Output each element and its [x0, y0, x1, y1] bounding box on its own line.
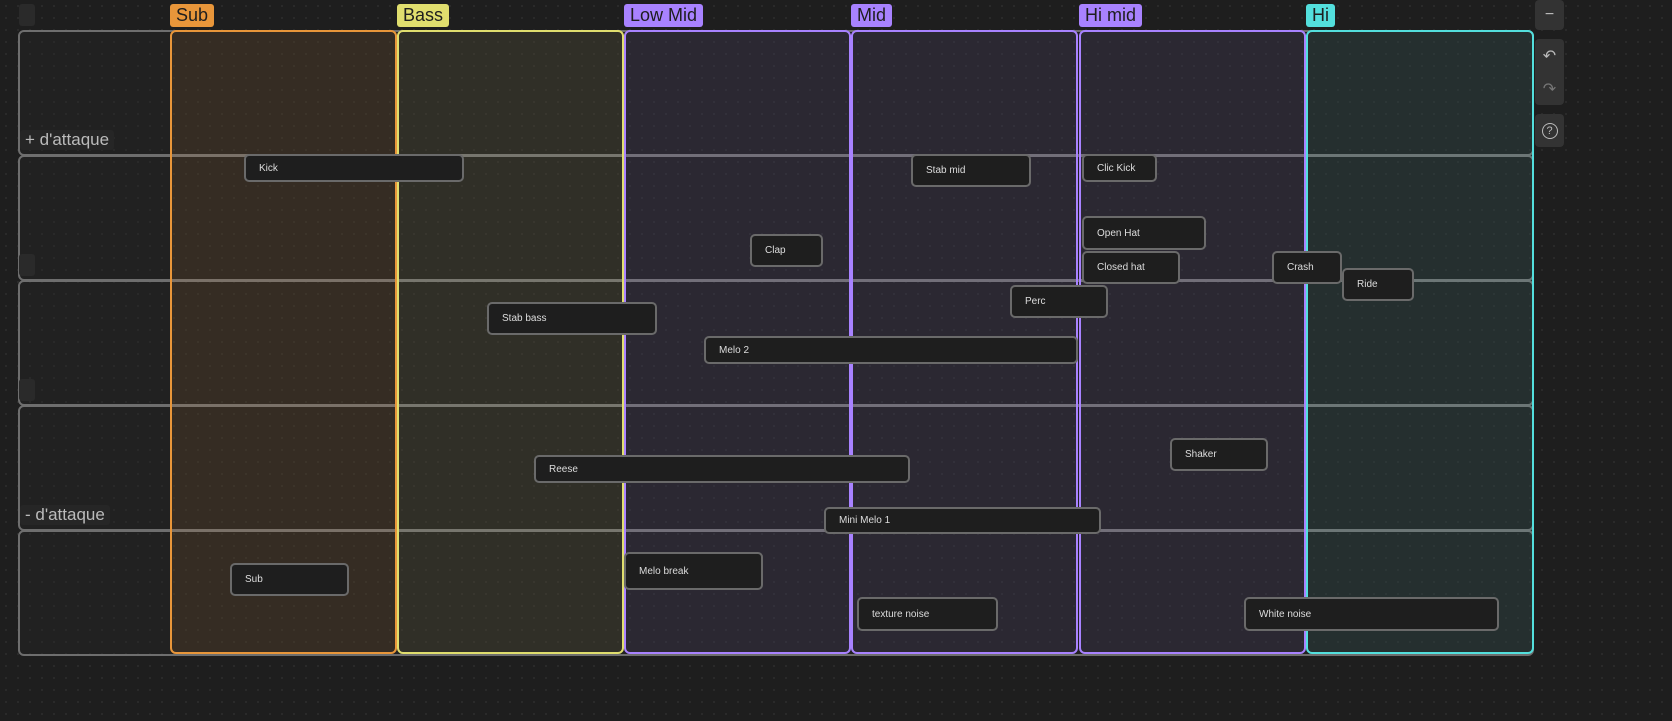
- canvas-card[interactable]: Kick: [244, 154, 464, 182]
- help-toolbar: ?: [1535, 114, 1564, 147]
- column-group[interactable]: [170, 30, 397, 654]
- help-icon[interactable]: ?: [1541, 122, 1558, 139]
- column-label[interactable]: Low Mid: [624, 4, 704, 27]
- canvas-card[interactable]: Mini Melo 1: [824, 507, 1101, 534]
- canvas-card[interactable]: Clap: [750, 234, 823, 267]
- column-label[interactable]: Hi: [1306, 4, 1335, 27]
- column-group[interactable]: [1306, 30, 1534, 654]
- column-group[interactable]: [397, 30, 624, 654]
- row-label-less-attack[interactable]: - d'attaque: [20, 505, 110, 525]
- canvas-card[interactable]: Open Hat: [1082, 216, 1206, 250]
- canvas-card[interactable]: Stab mid: [911, 154, 1031, 187]
- canvas-card[interactable]: Melo break: [624, 552, 763, 590]
- canvas-card[interactable]: Closed hat: [1082, 251, 1180, 284]
- canvas-card[interactable]: Perc: [1010, 285, 1108, 318]
- canvas-card[interactable]: White noise: [1244, 597, 1499, 631]
- canvas-card[interactable]: texture noise: [857, 597, 998, 631]
- canvas-card[interactable]: Crash: [1272, 251, 1342, 284]
- canvas-card[interactable]: Stab bass: [487, 302, 657, 335]
- history-toolbar: ↶ ↷: [1535, 39, 1564, 105]
- canvas-card[interactable]: Shaker: [1170, 438, 1268, 471]
- group-label-stub[interactable]: [19, 4, 35, 26]
- redo-icon[interactable]: ↷: [1542, 80, 1557, 98]
- canvas-card[interactable]: Ride: [1342, 268, 1414, 301]
- zoom-out-button[interactable]: −: [1544, 6, 1555, 23]
- canvas-card[interactable]: Sub: [230, 563, 349, 596]
- row-label-more-attack[interactable]: + d'attaque: [20, 130, 115, 150]
- canvas-card[interactable]: Reese: [534, 455, 910, 483]
- canvas-card[interactable]: Clic Kick: [1082, 154, 1157, 182]
- column-label[interactable]: Bass: [397, 4, 450, 27]
- column-label[interactable]: Sub: [170, 4, 215, 27]
- undo-icon[interactable]: ↶: [1542, 47, 1557, 65]
- column-group[interactable]: [1079, 30, 1306, 654]
- group-label-stub[interactable]: [19, 254, 35, 276]
- canvas-card[interactable]: Melo 2: [704, 336, 1078, 364]
- column-label[interactable]: Mid: [851, 4, 893, 27]
- zoom-toolbar: −: [1535, 0, 1564, 30]
- column-label[interactable]: Hi mid: [1079, 4, 1143, 27]
- group-label-stub[interactable]: [19, 379, 35, 401]
